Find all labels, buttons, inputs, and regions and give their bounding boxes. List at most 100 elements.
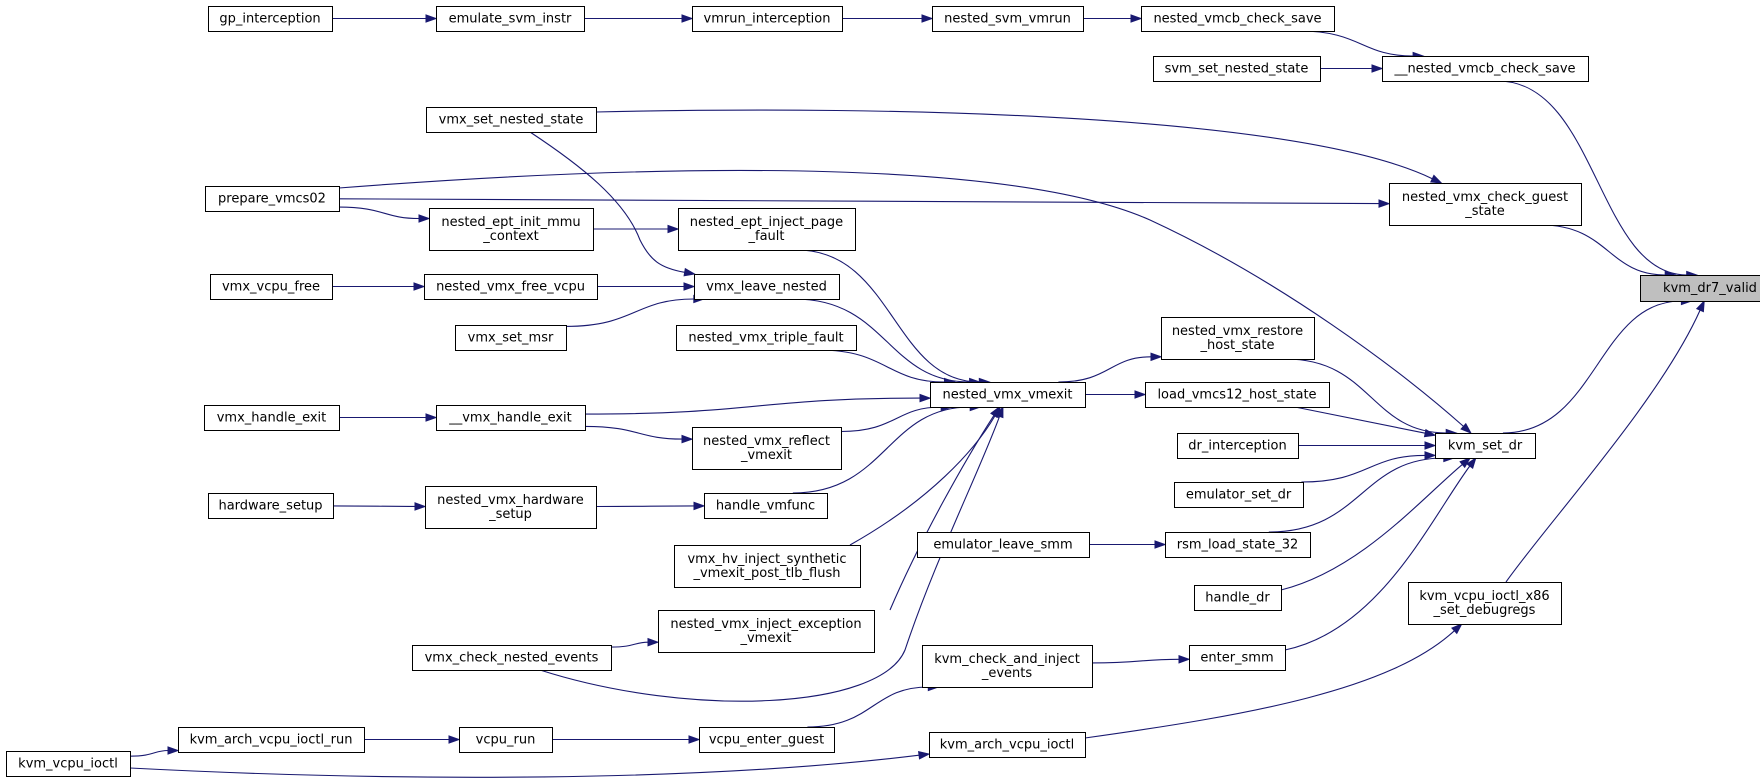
- edge-line: [338, 169, 1464, 427]
- node-box: [1194, 585, 1282, 611]
- arrowhead: [681, 14, 694, 23]
- node-vmx-hv-inject-synthetic-vmexit-post-tlb-flush[interactable]: vmx_hv_inject_synthetic_vmexit_post_tlb_…: [674, 545, 861, 588]
- node-box: [1174, 482, 1304, 508]
- node-handle-vmfunc[interactable]: handle_vmfunc: [704, 493, 828, 519]
- node-nested-vmx-vmexit[interactable]: nested_vmx_vmexit: [930, 382, 1086, 408]
- arrowhead: [418, 214, 431, 223]
- node-label: vcpu_enter_guest: [709, 733, 824, 748]
- node-vmx-handle-exit[interactable]: __vmx_handle_exit: [436, 405, 586, 431]
- node-kvm-vcpu-ioctl-x86-set-debugregs[interactable]: kvm_vcpu_ioctl_x86_set_debugregs: [1408, 582, 1562, 625]
- node-box: [1382, 56, 1589, 82]
- edge-line: [584, 397, 921, 415]
- node-nested-ept-init-mmu-context[interactable]: nested_ept_init_mmu_context: [429, 208, 594, 251]
- node-box: [425, 486, 597, 529]
- node-vmx-set-nested-state[interactable]: vmx_set_nested_state: [426, 107, 597, 133]
- node-gp-interception[interactable]: gp_interception: [208, 6, 333, 32]
- node-nested-svm-vmrun[interactable]: nested_svm_vmrun: [932, 6, 1084, 32]
- node-label: handle_vmfunc: [716, 499, 815, 514]
- edge-line: [1294, 406, 1426, 434]
- arrowhead: [683, 267, 696, 277]
- node-emulate-svm-instr[interactable]: emulate_svm_instr: [436, 6, 585, 32]
- node-box: [917, 532, 1090, 558]
- node-label: kvm_arch_vcpu_ioctl_run: [190, 733, 353, 748]
- node-emulator-set-dr[interactable]: emulator_set_dr: [1174, 482, 1304, 508]
- arrowhead: [1378, 199, 1391, 208]
- node-dr-interception[interactable]: dr_interception: [1177, 433, 1299, 459]
- arrowhead: [167, 746, 180, 755]
- node-enter-smm[interactable]: enter_smm: [1189, 645, 1286, 671]
- node-nested-vmx-restore-host-state[interactable]: nested_vmx_restore_host_state: [1161, 317, 1315, 360]
- node-box: [694, 274, 840, 300]
- node-label: emulator_set_dr: [1186, 488, 1292, 503]
- edge-line: [1299, 30, 1414, 57]
- node-box: [426, 107, 597, 133]
- node-vmrun-interception[interactable]: vmrun_interception: [692, 6, 843, 32]
- node-kvm-vcpu-ioctl[interactable]: kvm_vcpu_ioctl: [6, 751, 131, 777]
- node-nested-vmx-inject-exception-vmexit[interactable]: nested_vmx_inject_exception_vmexit: [658, 610, 875, 653]
- node-label: _setup: [488, 507, 532, 522]
- node-vcpu-enter-guest[interactable]: vcpu_enter_guest: [699, 727, 835, 753]
- node-nested-vmx-check-guest-state[interactable]: nested_vmx_check_guest_state: [1389, 183, 1582, 226]
- node-prepare-vmcs02[interactable]: prepare_vmcs02: [205, 186, 340, 212]
- arrowhead: [1423, 428, 1437, 438]
- node-box: [922, 645, 1093, 688]
- node-label: rsm_load_state_32: [1177, 538, 1299, 553]
- node-label: dr_interception: [1188, 439, 1286, 454]
- node-vmx-check-nested-events[interactable]: vmx_check_nested_events: [412, 645, 612, 671]
- node-box: [436, 405, 586, 431]
- node-box: [1141, 6, 1335, 32]
- arrowhead: [1424, 441, 1437, 450]
- node-vmx-handle-exit[interactable]: vmx_handle_exit: [204, 405, 340, 431]
- call-edge: [338, 413, 438, 422]
- node-nested-vmcb-check-save[interactable]: __nested_vmcb_check_save: [1382, 56, 1589, 82]
- node-box: [1165, 532, 1311, 558]
- node-vmx-vcpu-free[interactable]: vmx_vcpu_free: [210, 274, 333, 300]
- call-edge: [1502, 296, 1693, 434]
- edge-line: [1505, 309, 1701, 583]
- arrowhead: [1150, 352, 1163, 362]
- call-edge: [552, 735, 701, 744]
- node-vmx-set-msr[interactable]: vmx_set_msr: [455, 325, 567, 351]
- edge-line: [889, 415, 995, 611]
- node-load-vmcs12-host-state[interactable]: load_vmcs12_host_state: [1145, 382, 1330, 408]
- node-nested-vmx-free-vcpu[interactable]: nested_vmx_free_vcpu: [424, 274, 598, 300]
- arrowhead: [1154, 540, 1167, 549]
- call-edge: [539, 405, 1004, 702]
- node-hardware-setup[interactable]: hardware_setup: [208, 493, 334, 519]
- edge-line: [840, 406, 942, 433]
- node-emulator-leave-smm[interactable]: emulator_leave_smm: [917, 532, 1090, 558]
- call-edge: [331, 282, 426, 291]
- node-label: emulate_svm_instr: [449, 12, 572, 27]
- node-kvm-arch-vcpu-ioctl[interactable]: kvm_arch_vcpu_ioctl: [929, 732, 1086, 758]
- node-nested-vmx-triple-fault[interactable]: nested_vmx_triple_fault: [676, 325, 857, 351]
- node-svm-set-nested-state[interactable]: svm_set_nested_state: [1153, 56, 1321, 82]
- node-vmx-leave-nested[interactable]: vmx_leave_nested: [694, 274, 840, 300]
- node-label: _state: [1464, 204, 1504, 219]
- edge-line: [1541, 224, 1666, 276]
- arrowhead: [681, 434, 694, 444]
- node-box: [658, 610, 875, 653]
- node-kvm-set-dr[interactable]: kvm_set_dr: [1435, 433, 1536, 459]
- call-edge: [129, 751, 931, 778]
- function-nodes: kvm_dr7_valid__nested_vmcb_check_savenes…: [6, 6, 1760, 777]
- node-rsm-load-state-32[interactable]: rsm_load_state_32: [1165, 532, 1311, 558]
- node-kvm-check-and-inject-events[interactable]: kvm_check_and_inject_events: [922, 645, 1093, 688]
- node-box: [205, 186, 340, 212]
- node-label: __vmx_handle_exit: [448, 411, 572, 426]
- call-edge: [1541, 224, 1677, 280]
- node-nested-vmcb-check-save[interactable]: nested_vmcb_check_save: [1141, 6, 1335, 32]
- node-nested-vmx-hardware-setup[interactable]: nested_vmx_hardware_setup: [425, 486, 597, 529]
- node-kvm-arch-vcpu-ioctl-run[interactable]: kvm_arch_vcpu_ioctl_run: [178, 727, 365, 753]
- node-vcpu-run[interactable]: vcpu_run: [459, 727, 553, 753]
- edge-line: [539, 416, 1001, 702]
- arrowhead: [1424, 451, 1437, 460]
- node-nested-ept-inject-page-fault[interactable]: nested_ept_inject_page_fault: [678, 208, 856, 251]
- node-box: [678, 208, 856, 251]
- node-handle-dr[interactable]: handle_dr: [1194, 585, 1282, 611]
- node-nested-vmx-reflect-vmexit[interactable]: nested_vmx_reflect_vmexit: [692, 427, 842, 470]
- arrowhead: [425, 14, 438, 23]
- call-edge: [595, 109, 1443, 184]
- call-edge: [1084, 623, 1463, 739]
- edge-line: [1091, 658, 1180, 664]
- node-kvm-dr7-valid[interactable]: kvm_dr7_valid: [1640, 275, 1760, 302]
